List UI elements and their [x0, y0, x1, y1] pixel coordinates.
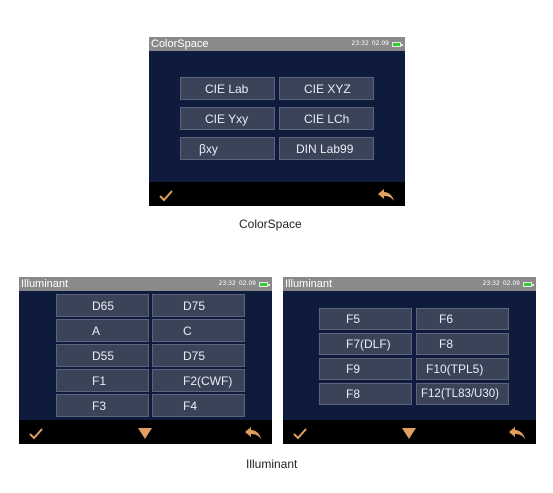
bottom-bar	[149, 182, 405, 206]
f9-button[interactable]: F9	[319, 358, 412, 380]
a-button[interactable]: A	[56, 319, 149, 342]
title-bar: ColorSpace 23:32 02.09	[149, 37, 405, 51]
back-arrow-icon[interactable]	[377, 188, 395, 202]
bottom-bar	[19, 420, 272, 444]
screen-title: ColorSpace	[151, 38, 209, 50]
status-area: 23:32 02.09	[482, 277, 534, 291]
confirm-check-icon[interactable]	[29, 428, 43, 440]
clock-time: 23:32	[351, 40, 369, 47]
cie-lch-button[interactable]: CIE LCh	[279, 107, 374, 130]
page-down-icon[interactable]	[402, 428, 416, 439]
f2-cwf-button[interactable]: F2(CWF)	[152, 369, 245, 392]
status-area: 23:32 02.09	[351, 37, 403, 51]
back-arrow-icon[interactable]	[508, 426, 526, 440]
status-area: 23:32 02.09	[218, 277, 270, 291]
clock-time: 23:32	[482, 280, 500, 287]
f7-dlf-button[interactable]: F7(DLF)	[319, 333, 412, 355]
clock-time: 23:32	[218, 280, 236, 287]
beta-xy-button[interactable]: βxy	[180, 137, 275, 160]
cie-xyz-button[interactable]: CIE XYZ	[279, 77, 374, 100]
d55-button[interactable]: D55	[56, 344, 149, 367]
din-lab99-button[interactable]: DIN Lab99	[279, 137, 374, 160]
f4-button[interactable]: F4	[152, 394, 245, 417]
f6-button[interactable]: F6	[416, 308, 509, 330]
colorspace-screen: ColorSpace 23:32 02.09 CIE Lab CIE XYZ C…	[149, 37, 405, 206]
f10-tpl5-button[interactable]: F10(TPL5)	[416, 358, 509, 380]
confirm-check-icon[interactable]	[159, 190, 173, 202]
page-down-icon[interactable]	[138, 428, 152, 439]
f8-button[interactable]: F8	[416, 333, 509, 355]
back-arrow-icon[interactable]	[244, 426, 262, 440]
screen-title: Illuminant	[285, 278, 333, 290]
f5-button[interactable]: F5	[319, 308, 412, 330]
screen-title: Illuminant	[21, 278, 69, 290]
title-bar: Illuminant 23:32 02.09	[283, 277, 536, 291]
bottom-bar	[283, 420, 536, 444]
illuminant-screen-1: Illuminant 23:32 02.09 D65 D75 A C D55 D…	[19, 277, 272, 444]
confirm-check-icon[interactable]	[293, 428, 307, 440]
d65-button[interactable]: D65	[56, 294, 149, 317]
clock-date: 02.09	[502, 280, 520, 287]
c-button[interactable]: C	[152, 319, 245, 342]
cie-yxy-button[interactable]: CIE Yxy	[180, 107, 275, 130]
caption-colorspace: ColorSpace	[239, 217, 302, 231]
d75-button-2[interactable]: D75	[152, 344, 245, 367]
battery-icon	[523, 281, 534, 287]
f3-button[interactable]: F3	[56, 394, 149, 417]
d75-button[interactable]: D75	[152, 294, 245, 317]
f8-button-2[interactable]: F8	[319, 383, 412, 405]
f1-button[interactable]: F1	[56, 369, 149, 392]
cie-lab-button[interactable]: CIE Lab	[180, 77, 275, 100]
battery-icon	[259, 281, 270, 287]
battery-icon	[392, 41, 403, 47]
f12-tl83-u30-button[interactable]: F12(TL83/U30)	[416, 383, 509, 405]
illuminant-screen-2: Illuminant 23:32 02.09 F5 F6 F7(DLF) F8 …	[283, 277, 536, 444]
clock-date: 02.09	[238, 280, 256, 287]
caption-illuminant: Illuminant	[246, 457, 298, 471]
title-bar: Illuminant 23:32 02.09	[19, 277, 272, 291]
clock-date: 02.09	[371, 40, 389, 47]
